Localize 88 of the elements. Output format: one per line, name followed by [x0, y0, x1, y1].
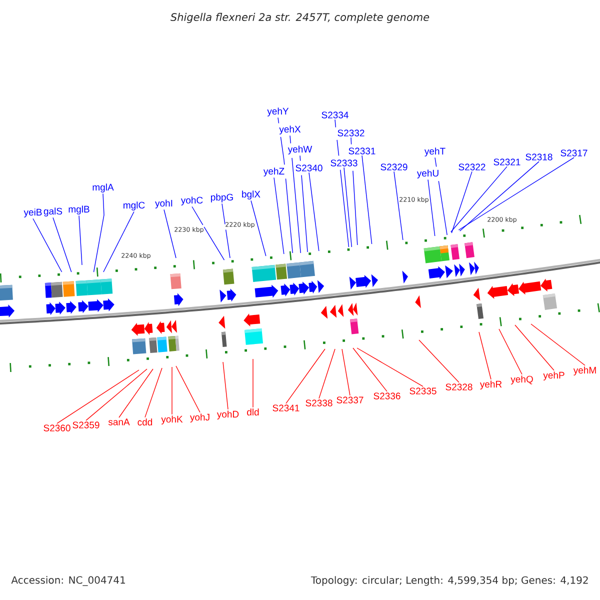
- leader-line: [308, 172, 320, 252]
- gene-label: S2317: [560, 150, 588, 156]
- gene-label: yehW: [288, 146, 312, 154]
- leader-line: [350, 137, 358, 246]
- gene-label: yehP: [543, 372, 564, 380]
- gene-label: yehQ: [510, 376, 533, 384]
- gene-label: S2336: [374, 392, 400, 400]
- leader-line: [103, 211, 134, 272]
- gene-label: sanA: [108, 418, 130, 426]
- leader-line: [362, 155, 372, 244]
- leader-line: [32, 218, 62, 272]
- leader-line: [252, 358, 254, 408]
- gene-label: yohJ: [190, 414, 210, 422]
- gene-label: S2359: [72, 422, 100, 428]
- leader-line: [451, 171, 472, 234]
- gene-label: mglB: [68, 206, 90, 214]
- gene-label: S2329: [380, 164, 408, 170]
- leader-line: [250, 200, 266, 256]
- leader-line: [78, 215, 82, 266]
- gene-label: dld: [247, 408, 259, 416]
- leader-line: [418, 340, 460, 383]
- gene-label: S2321: [494, 158, 520, 166]
- leader-line: [192, 206, 225, 260]
- gene-label: yohK: [161, 416, 183, 424]
- gene-label: S2332: [338, 130, 364, 136]
- leader-line: [352, 348, 388, 392]
- leader-line: [356, 348, 424, 387]
- gene-label: yehZ: [263, 168, 284, 176]
- gene-label: S2331: [348, 148, 376, 154]
- leader-line: [478, 332, 492, 380]
- leader-line: [164, 209, 176, 258]
- leader-line: [334, 119, 350, 248]
- gene-label: yehM: [573, 366, 596, 376]
- gene-label: mglC: [124, 202, 145, 210]
- gene-label: pbpG: [211, 194, 233, 202]
- leader-line: [86, 368, 148, 421]
- gene-label: S2335: [410, 388, 436, 394]
- leader-line: [278, 117, 293, 254]
- leader-line: [286, 348, 326, 404]
- gene-label: yeiB: [24, 208, 42, 218]
- leader-line: [93, 193, 104, 272]
- gene-label: yohD: [216, 410, 239, 420]
- leader-line: [450, 166, 508, 232]
- leader-line: [342, 348, 350, 396]
- title: Shigella flexneri 2a str. 2457T, complete genome: [170, 12, 430, 24]
- genome-info-text: Topology: circular; Length: 4,599,354 bp; Genes: 4,192: [310, 576, 588, 586]
- gene-label: yehT: [424, 148, 446, 156]
- leader-line: [428, 179, 436, 236]
- gene-label: S2322: [458, 164, 486, 170]
- gene-label: yohC: [180, 196, 203, 206]
- leader-line: [222, 203, 230, 258]
- gene-label: galS: [44, 208, 62, 216]
- leader-line: [394, 171, 404, 240]
- leader-line: [498, 328, 522, 375]
- leader-line: [434, 157, 448, 236]
- gene-label: yehY: [267, 108, 289, 116]
- leader-line: [176, 366, 200, 413]
- leader-line: [344, 167, 352, 248]
- accession-text: Accession: NC_004741: [11, 576, 125, 586]
- leader-line: [52, 217, 72, 272]
- leader-line: [460, 161, 540, 232]
- leader-line: [300, 155, 308, 252]
- leader-line: [318, 348, 336, 399]
- gene-label: S2328: [446, 384, 472, 390]
- gene-label: S2318: [526, 154, 552, 160]
- gene-label: S2337: [336, 396, 364, 404]
- gene-label: cdd: [138, 418, 152, 426]
- leader-line: [118, 368, 154, 418]
- gene-label: S2334: [322, 112, 348, 118]
- leader-line: [514, 324, 554, 371]
- leader-line: [458, 157, 574, 230]
- gene-label: S2340: [296, 164, 322, 172]
- gene-label: S2333: [330, 160, 358, 166]
- gene-label: yehX: [279, 126, 301, 134]
- gene-label: yehR: [480, 380, 502, 390]
- gene-label: mglA: [92, 184, 114, 192]
- gene-label: yehU: [416, 170, 438, 178]
- gene-label: S2360: [44, 424, 70, 432]
- leader-line: [222, 362, 228, 410]
- gene-label: S2338: [306, 400, 332, 406]
- gene-label: bglX: [242, 190, 260, 200]
- leader-line: [56, 370, 140, 424]
- leader-line: [274, 177, 284, 254]
- leader-line: [290, 135, 301, 254]
- gene-label: yohI: [155, 200, 172, 208]
- gene-label: S2341: [272, 404, 300, 412]
- leader-line: [144, 368, 162, 418]
- leader-line: [530, 324, 586, 366]
